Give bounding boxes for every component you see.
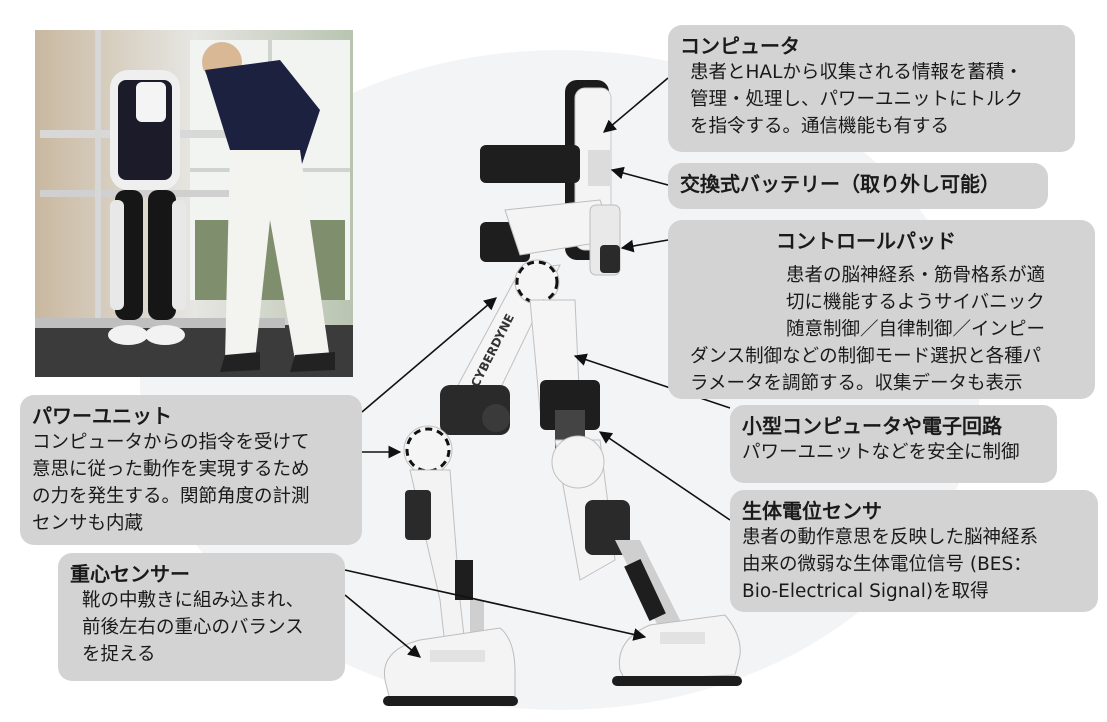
cog-sensor-desc-line: を捉える (82, 644, 156, 665)
cog-sensor-desc-line: 靴の中敷きに組み込まれ、 (82, 590, 305, 611)
arrow-power-unit-upper (361, 297, 497, 413)
power-unit-desc-line: 意思に従った動作を実現するため (32, 459, 310, 480)
arrow-control-pad (620, 239, 669, 253)
computer-title: コンピュータ (680, 34, 800, 58)
power-unit-desc-line: の力を発生する。関節角度の計測 (32, 486, 310, 507)
battery-title: 交換式バッテリー（取り外し可能） (680, 172, 1000, 196)
computer-desc-line: 患者とHALから収集される情報を蓄積・ (690, 62, 1023, 83)
callout-small-computer: 小型コンピュータや電子回路 パワーユニットなどを安全に制御 (730, 405, 1057, 483)
callout-battery: 交換式バッテリー（取り外し可能） (668, 163, 1048, 209)
small-computer-title: 小型コンピュータや電子回路 (742, 414, 1002, 438)
arrow-computer (603, 77, 669, 133)
power-unit-desc-line: コンピュータからの指令を受けて (32, 432, 310, 453)
arrow-small-computer (573, 353, 731, 409)
computer-desc-line: を指令する。通信機能も有する (690, 116, 950, 137)
control-pad-desc-line: 患者の脳神経系・筋骨格系が適 (786, 265, 1046, 286)
rehab-photo (35, 30, 353, 377)
arrow-cog-sensor-front (344, 569, 647, 641)
cog-sensor-desc-line: 前後左右の重心のバランス (82, 617, 304, 638)
computer-desc-line: 管理・処理し、パワーユニットにトルク (690, 89, 1024, 110)
small-computer-desc-line: パワーユニットなどを安全に制御 (742, 442, 1020, 463)
control-pad-desc-line: 切に機能するようサイバニック (786, 292, 1045, 313)
arrow-cog-sensor-rear (344, 594, 421, 658)
callout-computer: コンピュータ 患者とHALから収集される情報を蓄積・ 管理・処理し、パワーユニッ… (668, 25, 1075, 152)
control-pad-desc-line: ラメータを調節する。収集データも表示 (690, 373, 1023, 394)
cog-sensor-title: 重心センサー (70, 562, 190, 586)
bio-sensor-desc-line: Bio-Electrical Signal)を取得 (742, 581, 989, 602)
control-pad-title: コントロールパッド (776, 229, 956, 253)
control-pad-desc-line: ダンス制御などの制御モード選択と各種パ (690, 346, 1042, 367)
callout-bio-sensor: 生体電位センサ 患者の動作意思を反映した脳神経系 由来の微弱な生体電位信号 (B… (730, 490, 1098, 612)
bio-sensor-title: 生体電位センサ (742, 499, 882, 523)
callout-cog-sensor: 重心センサー 靴の中敷きに組み込まれ、 前後左右の重心のバランス を捉える (58, 553, 345, 681)
arrow-battery (610, 166, 669, 186)
hal-robot: CYBERDYNE (383, 80, 742, 706)
power-unit-title: パワーユニット (32, 404, 172, 428)
callout-power-unit: パワーユニット コンピュータからの指令を受けて 意思に従った動作を実現するため … (20, 395, 362, 545)
callout-control-pad: コントロールパッド 患者の脳神経系・筋骨格系が適 切に機能するようサイバニック … (668, 220, 1095, 399)
bio-sensor-desc-line: 由来の微弱な生体電位信号 (BES： (742, 554, 1032, 575)
leader-arrows (344, 77, 731, 658)
power-unit-desc-line: センサも内蔵 (32, 513, 144, 534)
bio-sensor-desc-line: 患者の動作意思を反映した脳神経系 (742, 527, 1039, 548)
arrow-bio-sensor (598, 431, 731, 521)
control-pad-desc-line: 随意制御／自律制御／インピー (786, 319, 1046, 340)
